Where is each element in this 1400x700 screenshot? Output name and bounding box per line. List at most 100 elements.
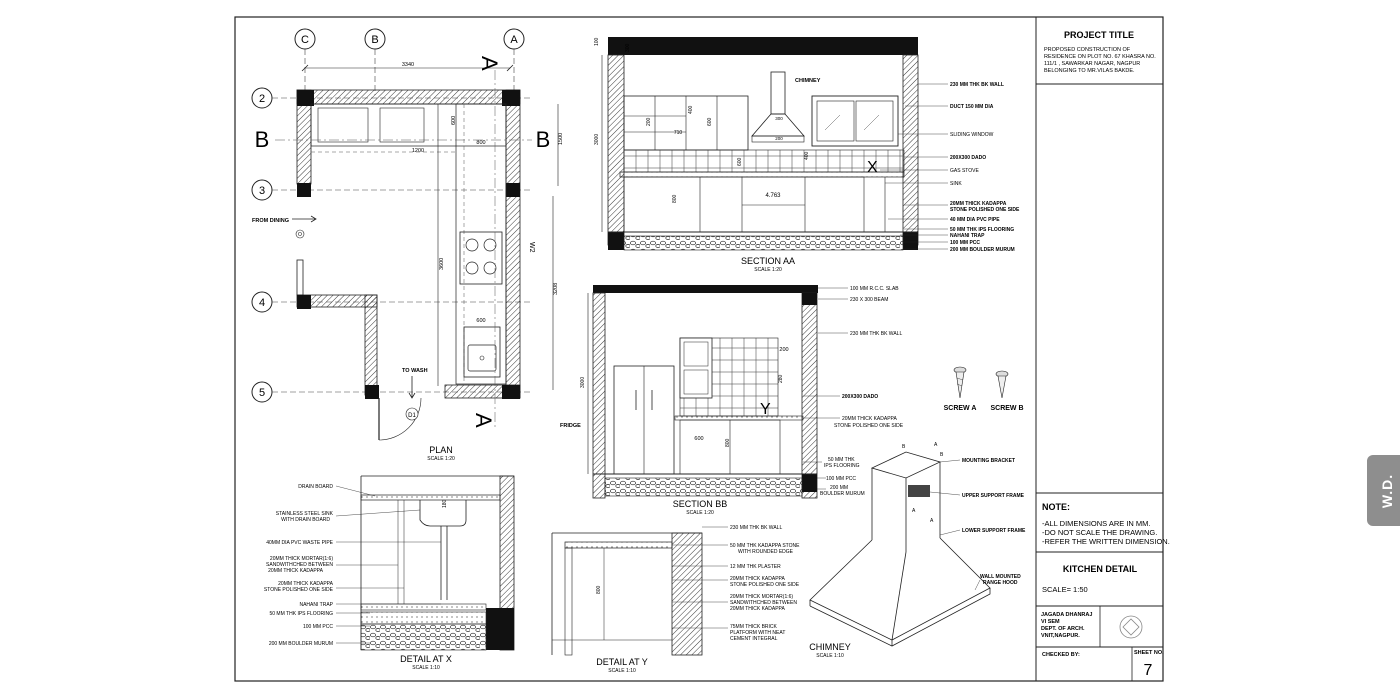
plan-dim-800: 800: [476, 140, 485, 146]
saa-label-polished: STONE POLISHED ONE SIDE: [950, 207, 1020, 213]
plan-dim-600: 600: [451, 116, 457, 125]
section-mark-b-right: B: [536, 127, 551, 152]
sbb-label-ips1: 50 MM THK: [828, 457, 855, 463]
screw-a-label: SCREW A: [944, 405, 977, 412]
project-desc-line-2: RESIDENCE ON PLOT NO. 67 KHASRA NO.: [1044, 54, 1156, 60]
dx-label-6: SANDWITHCHED BETWEEN: [266, 562, 333, 568]
marker-x: X: [867, 159, 878, 176]
saa-label-pvc: 40 MM DIA PVC PIPE: [950, 217, 1000, 223]
screw-b-icon: [995, 370, 1009, 399]
to-wash-label: TO WASH: [402, 368, 428, 374]
dy-dim-800: 800: [596, 585, 602, 594]
dx-label-5: 20MM THICK MORTAR(1:6): [270, 556, 333, 562]
opening-tag: O: [298, 232, 302, 238]
door-tag: D1: [408, 413, 416, 419]
dy-label-3: WITH ROUNDED EDGE: [738, 549, 794, 555]
dx-label-10: NAHANI TRAP: [299, 602, 333, 608]
drawing-title: KITCHEN DETAIL: [1063, 564, 1138, 574]
wd-side-tab[interactable]: W.D.: [1367, 455, 1400, 526]
saa-dim-800: 800: [672, 194, 678, 203]
arrow-down-icon: [408, 376, 416, 399]
grid-col-b: B: [371, 34, 378, 46]
section-aa-scale: SCALE 1:20: [754, 267, 782, 273]
author-line-1: JAGADA DHANRAJ: [1041, 612, 1092, 618]
saa-dim-4763: 4.763: [765, 193, 781, 199]
section-aa: CHIMNEY X 100 300 3000 400 600 200 710 6…: [594, 37, 1020, 273]
fridge-label: FRIDGE: [560, 423, 581, 429]
door-swing: [378, 397, 422, 441]
sbb-label-ips2: IPS FLOORING: [824, 463, 860, 469]
saa-label-nahani: NAHANI TRAP: [950, 233, 985, 239]
dx-label-9: STONE POLISHED ONE SIDE: [264, 587, 334, 593]
section-aa-title: SECTION AA: [741, 256, 795, 266]
marker-y: Y: [760, 401, 771, 418]
detail-y-scale: SCALE 1:10: [608, 668, 636, 674]
sbb-label-beam: 230 X 300 BEAM: [850, 297, 888, 303]
plan-dim-1200: 1200: [412, 148, 424, 154]
section-bb-title: SECTION BB: [673, 499, 728, 509]
project-desc-line-3: 111/1 , SAWARKAR NAGAR, NAGPUR: [1044, 61, 1140, 67]
saa-dim-300: 300: [625, 43, 631, 52]
chimney-hood-icon: [751, 71, 805, 143]
plan-scale: SCALE 1:20: [427, 456, 455, 462]
detail-x-title: DETAIL AT X: [400, 654, 452, 664]
chimney-label-3: LOWER SUPPORT FRAME: [962, 528, 1026, 534]
saa-dim-100: 100: [594, 37, 600, 46]
dx-label-7: 20MM THICK KADAPPA: [268, 568, 323, 574]
dx-label-2: STAINLESS STEEL SINK: [276, 511, 334, 517]
project-title-label: PROJECT TITLE: [1064, 30, 1134, 40]
note-2: -DO NOT SCALE THE DRAWING.: [1042, 528, 1157, 537]
sbb-dim-800: 800: [725, 438, 731, 447]
institute-logo-icon: [1119, 615, 1143, 639]
saa-dim-3000: 3000: [594, 134, 600, 145]
grid-row-5: 5: [259, 387, 265, 399]
arrow-right-icon: [292, 215, 317, 223]
author-line-4: VNIT,NAGPUR.: [1041, 633, 1080, 639]
chimney-label-5: RANGE HOOD: [983, 580, 1018, 586]
saa-label-wall: 230 MM THK BK WALL: [950, 82, 1004, 88]
note-1: -ALL DIMENSIONS ARE IN MM.: [1042, 519, 1151, 528]
plan-dim-1500: 1500: [558, 133, 564, 145]
chimney-label-2: UPPER SUPPORT FRAME: [962, 493, 1025, 499]
dy-label-8: SANDWITHCHED BETWEEN: [730, 600, 797, 606]
note-3: -REFER THE WRITTEN DIMENSION.: [1042, 537, 1170, 546]
dx-label-4: 40MM DIA PVC WASTE PIPE: [266, 540, 333, 546]
saa-label-ips: 50 MM THK IPS FLOORING: [950, 227, 1014, 233]
saa-label-dado: 200X300 DADO: [950, 155, 986, 161]
chimney-detail-scale: SCALE 1:10: [816, 653, 844, 659]
dy-label-12: CEMENT INTEGRAL: [730, 636, 778, 642]
saa-label-stove: GAS STOVE: [950, 168, 979, 174]
sheet-no-label: SHEET NO.: [1134, 650, 1164, 656]
dy-label-11: PLATFORM WITH NEAT: [730, 630, 785, 636]
dy-label-6: STONE POLISHED ONE SIDE: [730, 582, 800, 588]
sbb-dim-3000: 3000: [580, 377, 586, 388]
dx-label-11: 50 MM THK IPS FLOORING: [269, 611, 333, 617]
grid-row-2: 2: [259, 93, 265, 105]
saa-dim-600b: 600: [737, 157, 743, 166]
saa-label-kadappa: 20MM THICK KADAPPA: [950, 201, 1007, 207]
saa-dim-200: 200: [646, 117, 652, 126]
saa-label-sink: SINK: [950, 181, 962, 187]
sbb-dim-600: 600: [694, 436, 703, 442]
saa-label-murum: 200 MM BOULDER MURUM: [950, 247, 1015, 253]
section-mark-a-bottom: A: [471, 413, 496, 428]
author-line-3: DEPT. OF ARCH.: [1041, 626, 1085, 632]
saa-label-pcc: 100 MM PCC: [950, 240, 980, 246]
sbb-dim-280: 280: [778, 374, 784, 383]
grid-col-a: A: [510, 34, 518, 46]
detail-at-y: 800 230 MM THK BK WALL 50 MM THK KADAPPA…: [551, 525, 800, 674]
chimney-tag-5: A: [930, 518, 934, 524]
section-bb: FRIDGE Y 3000 600 800 200 280 100 MM R.C…: [560, 285, 904, 516]
sbb-label-pcc: 100 MM PCC: [826, 476, 856, 482]
sbb-dim-200: 200: [779, 347, 788, 353]
project-desc-line-1: PROPOSED CONSTRUCTION OF: [1044, 47, 1131, 53]
sheet-number: 7: [1144, 662, 1153, 679]
dx-label-13: 200 MM BOULDER MURUM: [269, 641, 333, 647]
plan-title: PLAN: [429, 445, 453, 455]
grid-col-c: C: [301, 34, 309, 46]
chimney-tag-2: B: [902, 444, 906, 450]
sbb-label-wall: 230 MM THK BK WALL: [850, 331, 902, 337]
saa-dim-200b: 200: [775, 136, 783, 141]
sbb-label-kadappa: 20MM THICK KADAPPA: [842, 416, 897, 422]
